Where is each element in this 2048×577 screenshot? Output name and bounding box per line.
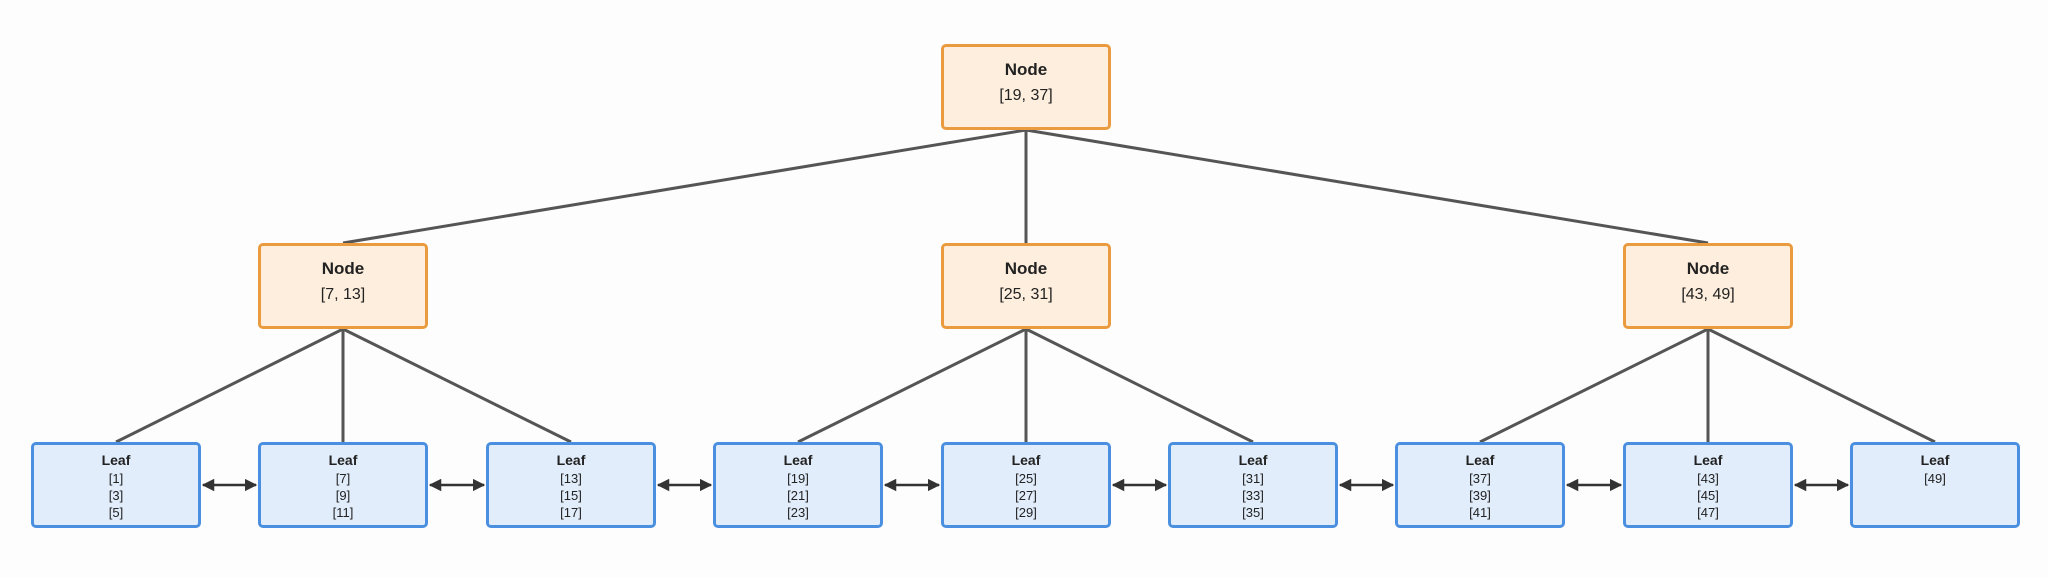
leaf-title: Leaf [556,452,586,468]
leaf-title: Leaf [328,452,358,468]
node-keys: [19, 37] [999,87,1053,104]
leaf-title: Leaf [1920,452,1950,468]
leaf-node: Leaf [1] [3] [5] [31,442,201,528]
tree-edge [797,327,1027,444]
leaf-key: [19] [787,471,809,486]
leaf-key: [35] [1242,505,1264,520]
leaf-node: Leaf [37] [39] [41] [1395,442,1565,528]
leaf-key: [29] [1015,505,1037,520]
tree-edge [342,327,572,444]
node-keys: [43, 49] [1681,286,1735,303]
leaf-title: Leaf [1465,452,1495,468]
leaf-key: [47] [1697,505,1719,520]
tree-edge [1025,128,1709,245]
leaf-title: Leaf [1011,452,1041,468]
leaf-key: [41] [1469,505,1491,520]
leaf-key: [43] [1697,471,1719,486]
leaf-node: Leaf [31] [33] [35] [1168,442,1338,528]
tree-edge [1707,327,1936,444]
internal-node: Node [7, 13] [258,243,428,329]
leaf-key: [5] [108,505,124,520]
leaf-key: [17] [560,505,582,520]
node-title: Node [1004,259,1048,278]
leaf-key: [3] [108,488,124,503]
leaf-key: [21] [787,488,809,503]
node-title: Node [321,259,365,278]
leaf-node: Leaf [49] [1850,442,2020,528]
leaf-key: [31] [1242,471,1264,486]
leaf-node: Leaf [19] [21] [23] [713,442,883,528]
node-keys: [25, 31] [999,286,1053,303]
leaf-key: [11] [332,505,354,520]
internal-node: Node [25, 31] [941,243,1111,329]
leaf-key: [7] [335,471,351,486]
leaf-key: [49] [1924,471,1946,486]
leaf-key: [25] [1015,471,1037,486]
leaf-title: Leaf [783,452,813,468]
internal-node: Node [43, 49] [1623,243,1793,329]
tree-edge [1479,327,1709,444]
leaf-key: [23] [787,505,809,520]
tree-edge [342,128,1027,245]
leaf-key: [39] [1469,488,1491,503]
node-keys: [7, 13] [320,286,366,303]
leaf-key: [13] [560,471,582,486]
leaf-title: Leaf [1693,452,1723,468]
leaf-title: Leaf [1238,452,1268,468]
tree-edge [1025,327,1254,444]
root-node: Node [19, 37] [941,44,1111,130]
leaf-key: [15] [560,488,582,503]
leaf-key: [33] [1242,488,1264,503]
leaf-node: Leaf [13] [15] [17] [486,442,656,528]
leaf-key: [27] [1015,488,1037,503]
leaf-node: Leaf [25] [27] [29] [941,442,1111,528]
leaf-key: [9] [335,488,351,503]
node-title: Node [1686,259,1730,278]
leaf-node: Leaf [43] [45] [47] [1623,442,1793,528]
tree-edge [115,327,344,444]
leaf-title: Leaf [101,452,131,468]
leaf-node: Leaf [7] [9] [11] [258,442,428,528]
leaf-key: [37] [1469,471,1491,486]
leaf-key: [45] [1697,488,1719,503]
node-title: Node [1004,60,1048,79]
leaf-key: [1] [108,471,124,486]
